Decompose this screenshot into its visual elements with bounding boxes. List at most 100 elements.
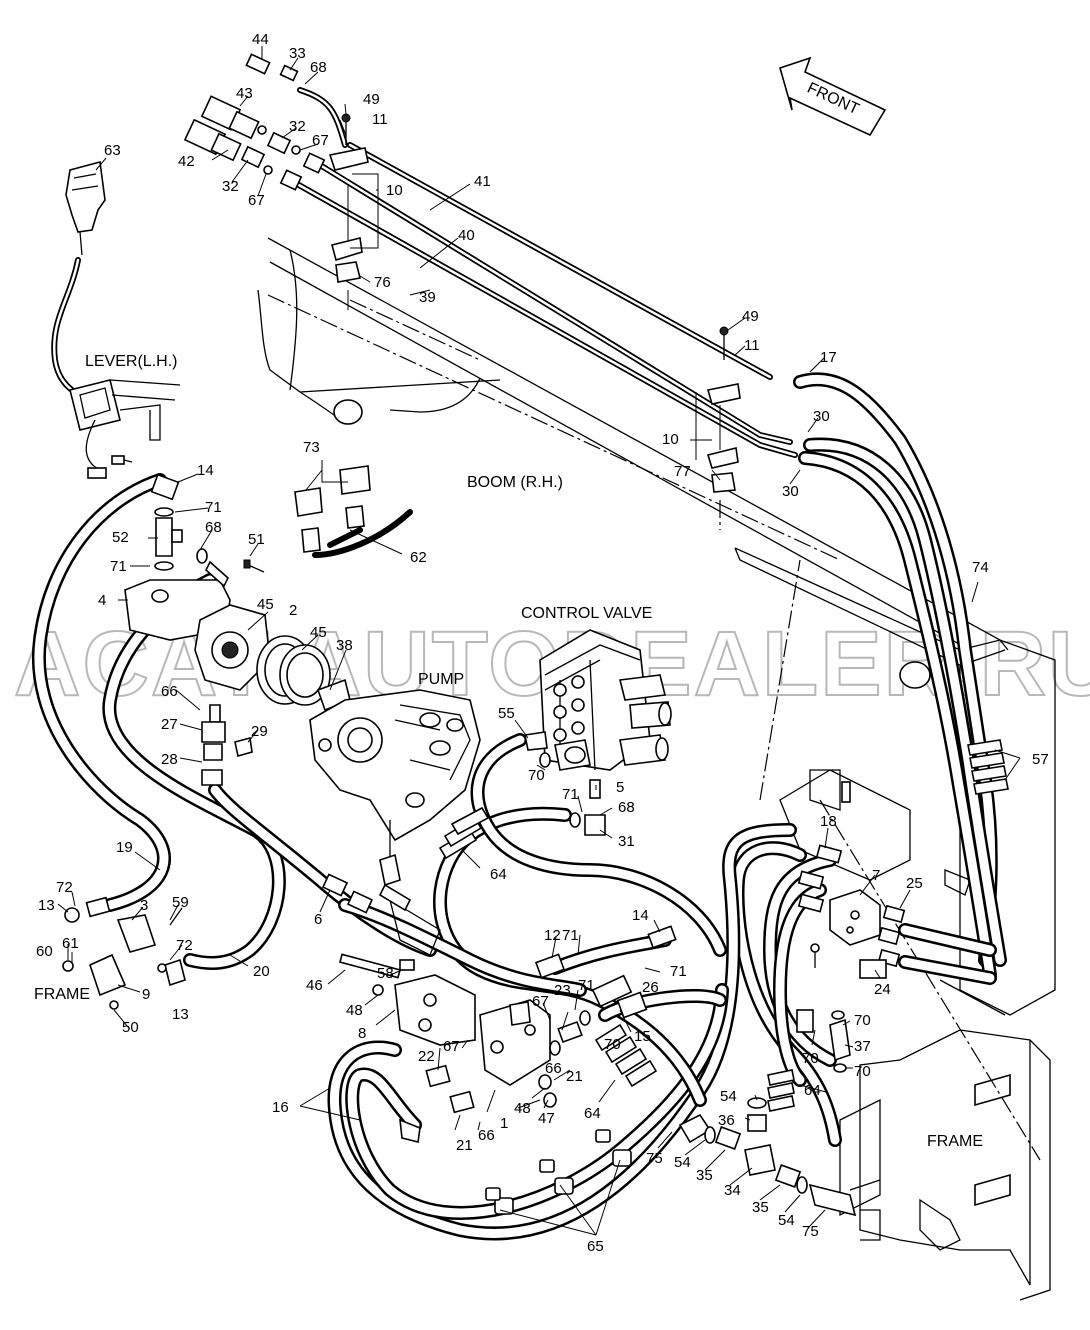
callout-32a: 32 — [289, 118, 306, 135]
boom-label: BOOM (R.H.) — [467, 474, 563, 491]
callout-49b: 49 — [742, 308, 759, 325]
fitting-36 — [747, 1114, 767, 1132]
callout-67d: 67 — [443, 1038, 460, 1055]
fitting-22 — [425, 1064, 451, 1088]
callout-40: 40 — [458, 227, 475, 244]
fitting-13-left — [64, 907, 80, 923]
callout-10b: 10 — [662, 431, 679, 448]
callout-17: 17 — [820, 349, 837, 366]
callout-67c: 67 — [532, 993, 549, 1010]
callout-16: 16 — [272, 1099, 289, 1116]
lever-label: LEVER(L.H.) — [85, 353, 177, 370]
tee-27 — [201, 721, 226, 743]
oring-71 — [154, 507, 174, 517]
callout-48a: 48 — [346, 1002, 363, 1019]
elbow-31 — [584, 814, 606, 836]
callout-34: 34 — [724, 1182, 741, 1199]
fitting-44 — [245, 53, 271, 75]
fitting-12 — [534, 953, 566, 979]
callout-32b: 32 — [222, 178, 239, 195]
callout-45a: 45 — [257, 596, 274, 613]
callout-71f: 71 — [578, 977, 595, 994]
callout-57: 57 — [1032, 751, 1049, 768]
callout-58: 58 — [377, 965, 394, 982]
callout-3: 3 — [140, 897, 148, 914]
callout-27: 27 — [161, 716, 178, 733]
steel-tube-40 — [317, 162, 793, 445]
callout-71c: 71 — [562, 786, 579, 803]
callout-7: 7 — [872, 867, 880, 884]
sensor-3 — [116, 914, 157, 953]
bolt-46 — [339, 953, 401, 979]
callout-8: 8 — [358, 1025, 366, 1042]
hose-17-30 — [793, 372, 1009, 982]
callout-35a: 35 — [696, 1167, 713, 1184]
callout-59: 59 — [172, 894, 189, 911]
spiral-guard-57 — [967, 739, 1009, 795]
callout-31: 31 — [618, 833, 635, 850]
callout-75b: 75 — [802, 1223, 819, 1240]
callout-54a: 54 — [674, 1154, 691, 1171]
callout-54b: 54 — [720, 1088, 737, 1105]
callout-61: 61 — [62, 935, 79, 952]
callout-76: 76 — [374, 274, 391, 291]
callout-60: 60 — [36, 943, 53, 960]
callout-67b: 67 — [248, 192, 265, 209]
boom-pivot-pin — [333, 399, 363, 425]
callout-36: 36 — [718, 1112, 735, 1129]
callout-6: 6 — [314, 911, 322, 928]
spiral-guard-64-right — [767, 1069, 795, 1112]
fitting-26 — [591, 974, 633, 1008]
callout-2: 2 — [289, 602, 297, 619]
callout-70a: 70 — [528, 767, 545, 784]
callout-13a: 13 — [38, 897, 55, 914]
callout-22: 22 — [418, 1048, 435, 1065]
callout-20: 20 — [253, 963, 270, 980]
joystick-lever — [51, 160, 181, 479]
sleeve-75b — [808, 1183, 857, 1217]
callout-37: 37 — [854, 1038, 871, 1055]
fitting-28 — [203, 743, 223, 761]
callout-64b: 64 — [584, 1105, 601, 1122]
callout-70b: 70 — [604, 1036, 621, 1053]
callout-71e: 71 — [670, 963, 687, 980]
fitting-21 — [449, 1090, 475, 1114]
callout-28: 28 — [161, 751, 178, 768]
fitting-14-left — [150, 473, 180, 501]
callout-49a: 49 — [363, 91, 380, 108]
pump-body — [309, 689, 481, 912]
callout-77: 77 — [674, 463, 691, 480]
callout-71b: 71 — [110, 558, 127, 575]
tee-34 — [744, 1144, 776, 1176]
callout-44: 44 — [252, 31, 269, 48]
callout-18: 18 — [820, 813, 837, 830]
callout-72a: 72 — [56, 879, 73, 896]
callout-73: 73 — [303, 439, 320, 456]
hose-6 — [321, 873, 587, 997]
callout-4: 4 — [98, 592, 106, 609]
pad-77 — [711, 472, 736, 493]
callout-13b: 13 — [172, 1006, 189, 1023]
callout-64a: 64 — [490, 866, 507, 883]
callout-25: 25 — [906, 875, 923, 892]
bolt-50 — [109, 1000, 119, 1010]
fitting-25 — [882, 904, 906, 924]
callout-12: 12 — [544, 927, 561, 944]
relays-harness — [294, 465, 413, 558]
callout-38: 38 — [336, 637, 353, 654]
callout-46: 46 — [306, 977, 323, 994]
callout-64c: 64 — [804, 1082, 821, 1099]
callout-63: 63 — [104, 142, 121, 159]
callout-66b: 66 — [545, 1060, 562, 1077]
bracket-9 — [89, 953, 127, 997]
boom-mount-hole — [899, 661, 931, 689]
clamp-lower-10 — [706, 383, 741, 405]
callout-39: 39 — [419, 289, 436, 306]
top-fittings — [183, 53, 326, 191]
callout-26: 26 — [642, 979, 659, 996]
bracket-8 — [394, 974, 476, 1046]
callout-30a: 30 — [813, 408, 830, 425]
callout-70e: 70 — [802, 1050, 819, 1067]
